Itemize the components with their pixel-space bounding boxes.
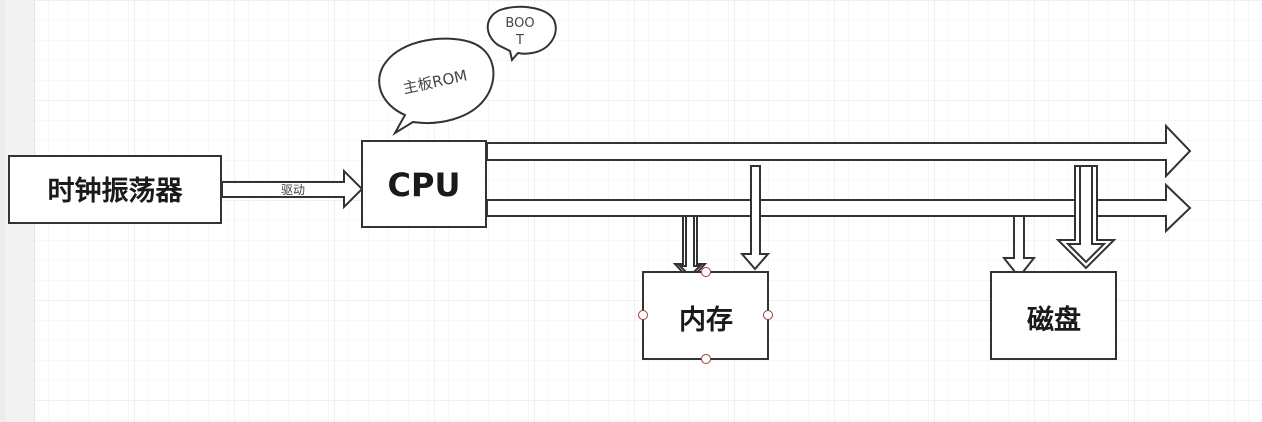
bus-arrow-top[interactable] bbox=[486, 123, 1192, 179]
disk-arrow-right-inner bbox=[1065, 165, 1107, 264]
memory-arrow-right[interactable] bbox=[739, 165, 771, 271]
boot-bubble-line2: T bbox=[515, 33, 524, 48]
memory-label: 内存 bbox=[679, 305, 733, 336]
memory-box-handle-top[interactable] bbox=[701, 267, 711, 277]
cpu-box[interactable] bbox=[361, 140, 487, 228]
rom-bubble[interactable] bbox=[378, 37, 495, 136]
drive-arrow[interactable] bbox=[221, 168, 364, 210]
drive-label: 驱动 bbox=[281, 183, 305, 197]
memory-box-handle-left[interactable] bbox=[638, 310, 648, 320]
disk-label: 磁盘 bbox=[1027, 304, 1081, 336]
cpu-label: CPU bbox=[388, 166, 461, 204]
boot-bubble[interactable] bbox=[486, 5, 557, 63]
oscillator-box[interactable] bbox=[8, 155, 222, 224]
memory-box-handle-bottom[interactable] bbox=[701, 354, 711, 364]
bus-arrow-bottom[interactable] bbox=[486, 182, 1192, 234]
oscillator-label: 时钟振荡器 bbox=[48, 176, 184, 207]
memory-box-handle-right[interactable] bbox=[763, 310, 773, 320]
disk-arrow-left[interactable] bbox=[1001, 215, 1037, 279]
boot-bubble-line1: BOO bbox=[505, 16, 534, 31]
disk-box[interactable] bbox=[990, 271, 1117, 360]
